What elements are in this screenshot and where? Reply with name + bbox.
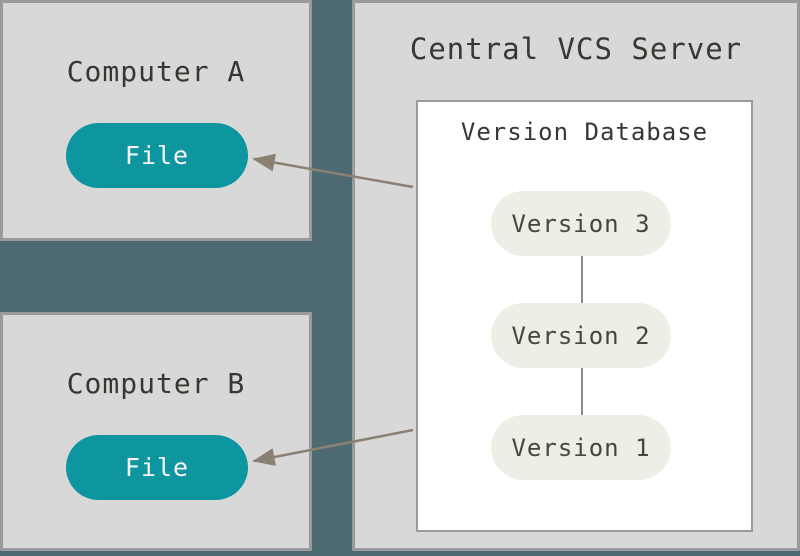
connector-line-v2-v1 — [581, 368, 583, 415]
connector-line-v3-v2 — [581, 256, 583, 303]
computer-b-title: Computer B — [66, 367, 246, 400]
computer-b-file-node: File — [66, 435, 248, 500]
central-vcs-server-panel: Central VCS Server Version Database Vers… — [352, 0, 800, 551]
version-1-label: Version 1 — [511, 433, 651, 462]
version-database-box: Version Database Version 3 Version 2 Ver… — [416, 100, 753, 532]
version-3-label: Version 3 — [511, 209, 651, 238]
computer-b-file-label: File — [124, 453, 190, 482]
version-2-node: Version 2 — [491, 303, 671, 368]
computer-a-title: Computer A — [66, 55, 246, 88]
central-vcs-server-title: Central VCS Server — [409, 32, 743, 66]
version-1-node: Version 1 — [491, 415, 671, 480]
computer-a-file-label: File — [124, 141, 190, 170]
version-3-node: Version 3 — [491, 191, 671, 256]
computer-b-panel: Computer B File — [0, 312, 312, 551]
computer-a-file-node: File — [66, 123, 248, 188]
version-2-label: Version 2 — [511, 321, 651, 350]
computer-a-panel: Computer A File — [0, 0, 312, 241]
version-database-title: Version Database — [460, 118, 709, 146]
